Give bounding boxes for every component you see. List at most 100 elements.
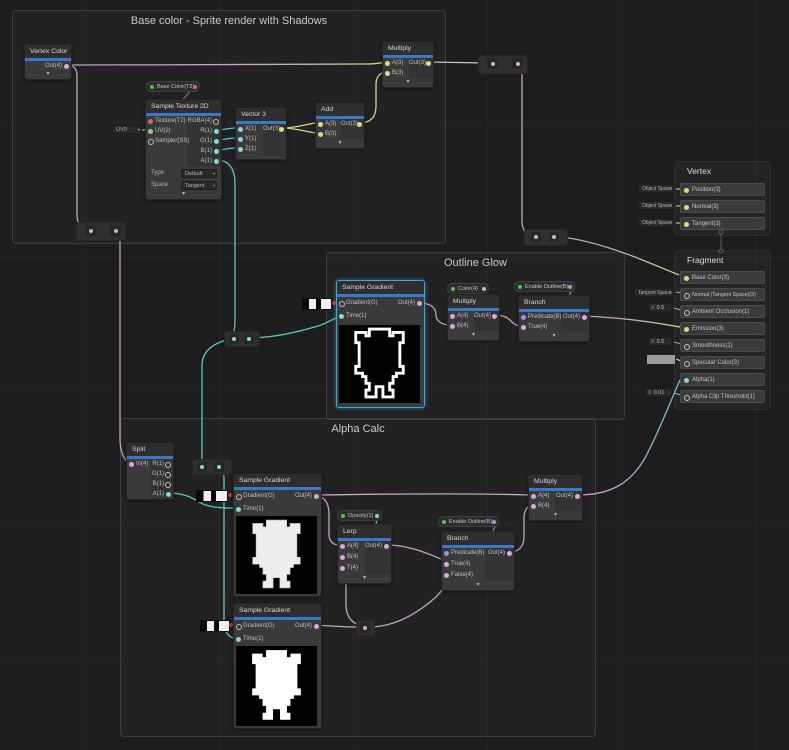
node-multiply-main[interactable]: Multiply A(3) B(3) Out(3) ▾	[382, 41, 434, 88]
port-out[interactable]	[492, 313, 497, 319]
port-in-a[interactable]	[318, 121, 323, 127]
port-in-b[interactable]	[450, 323, 455, 329]
redirect-port[interactable]	[487, 58, 498, 69]
port-out[interactable]	[314, 624, 319, 629]
port-specular-color[interactable]	[684, 360, 690, 367]
port-alpha-clip-threshold[interactable]	[684, 394, 690, 401]
port-in-y[interactable]	[238, 136, 243, 142]
group-title[interactable]: Alpha Calc	[331, 423, 385, 435]
stack-row-normal[interactable]: Normal(3)	[680, 200, 765, 213]
redirect-port[interactable]	[214, 462, 224, 472]
stack-row-smoothness[interactable]: Smoothness(1)	[680, 339, 765, 352]
group-title[interactable]: Base color - Sprite render with Shadows	[130, 15, 328, 27]
stack-row-normal-ts[interactable]: Normal (Tangent Space)(3)	[680, 288, 765, 301]
object-space-dropdown[interactable]: Object Space▾	[638, 201, 674, 210]
node-split[interactable]: Split In(4) R(1) G(1) B(1) A(1)	[126, 442, 174, 500]
group-base-color[interactable]: Base color - Sprite render with Shadows	[12, 10, 446, 244]
collapse-chevron-icon[interactable]: ▾	[406, 79, 410, 85]
port-in-z[interactable]	[238, 146, 243, 152]
port-in-false[interactable]	[444, 573, 449, 578]
property-pill-enable-outline[interactable]: Enable Outline(B)	[438, 516, 499, 527]
port-smoothness[interactable]	[684, 343, 690, 350]
redirect-port[interactable]	[110, 225, 121, 236]
specular-color-swatch[interactable]	[646, 354, 676, 365]
stack-row-emission[interactable]: Emission(3)	[680, 322, 765, 335]
collapse-chevron-icon[interactable]: ▾	[362, 575, 366, 581]
node-vector3[interactable]: Vector 3 X(1) Y(1) Z(1) Out(3)	[235, 107, 287, 160]
port-in-a[interactable]	[531, 493, 536, 499]
redirect-port[interactable]	[360, 623, 370, 633]
port-out-r[interactable]	[214, 128, 219, 134]
port-in-t[interactable]	[340, 566, 345, 571]
vertex-stack[interactable]: Vertex Position(3) Normal(3) Tangent(3)	[674, 161, 771, 236]
collapse-chevron-icon[interactable]: ▾	[476, 582, 480, 588]
node-lerp[interactable]: Lerp A(4) B(4) T(4) Out(4) ▾	[337, 524, 392, 584]
port-in-b[interactable]	[531, 503, 536, 509]
object-space-dropdown[interactable]: Object Space▾	[638, 184, 674, 193]
port-out-a[interactable]	[214, 158, 219, 164]
port-in-b[interactable]	[340, 555, 345, 560]
port-in[interactable]	[129, 461, 134, 467]
port-out[interactable]	[582, 314, 587, 320]
port-in-b[interactable]	[385, 70, 390, 76]
space-dropdown[interactable]: Tangent ▾	[181, 181, 217, 190]
stack-row-alpha[interactable]: Alpha(1)	[680, 373, 765, 386]
port-normal-tangent-space[interactable]	[684, 292, 690, 299]
port-in-time[interactable]	[236, 507, 241, 512]
port-out[interactable]	[314, 494, 319, 499]
port-out[interactable]	[426, 60, 431, 66]
node-sample-gradient-glow[interactable]: Sample Gradient Gradient(G) Time(1) Out(…	[233, 603, 322, 729]
collapse-chevron-icon[interactable]: ▾	[46, 71, 50, 77]
port-float[interactable]	[374, 514, 379, 518]
port-in-uv[interactable]	[148, 128, 153, 134]
port-in-b[interactable]	[318, 131, 323, 137]
port-in-true[interactable]	[521, 324, 526, 330]
port-normal[interactable]	[684, 204, 689, 210]
group-title[interactable]: Outline Glow	[444, 257, 507, 269]
port-out-b[interactable]	[214, 148, 219, 154]
redirect-port[interactable]	[549, 232, 559, 242]
collapse-chevron-icon[interactable]: ▾	[471, 332, 475, 338]
gradient-swatch[interactable]	[200, 620, 230, 632]
port-out-r[interactable]	[165, 461, 171, 468]
redirect-node[interactable]	[356, 620, 375, 636]
redirect-node[interactable]	[192, 459, 232, 475]
port-tangent[interactable]	[684, 221, 689, 227]
port-texture[interactable]	[192, 85, 197, 89]
port-out[interactable]	[575, 493, 580, 499]
uv-channel-dropdown[interactable]: UV0 ▾	[112, 125, 142, 134]
port-in-gradient[interactable]	[339, 301, 345, 307]
port-position[interactable]	[684, 187, 689, 193]
property-pill-enable-outline[interactable]: Enable Outline(B)	[514, 281, 575, 292]
port-in-time[interactable]	[339, 314, 344, 319]
redirect-port[interactable]	[512, 58, 523, 69]
port-out-g[interactable]	[214, 138, 219, 144]
port-alpha[interactable]	[684, 377, 689, 383]
redirect-port[interactable]	[85, 225, 96, 236]
node-add[interactable]: Add A(3) B(3) Out(3) ▾	[315, 102, 365, 149]
gradient-swatch[interactable]	[196, 490, 228, 502]
port-in-gradient[interactable]	[236, 494, 242, 500]
port-boolean[interactable]	[567, 285, 572, 289]
collapse-chevron-icon[interactable]: ▾	[552, 333, 556, 339]
port-out[interactable]	[507, 551, 512, 556]
port-in-texture[interactable]	[148, 118, 153, 124]
collapse-chevron-icon[interactable]: ▾	[553, 512, 557, 518]
port-out[interactable]	[417, 301, 422, 306]
port-in-x[interactable]	[238, 126, 243, 132]
port-base-color[interactable]	[684, 275, 689, 281]
stack-row-base-color[interactable]: Base Color(3)	[680, 271, 765, 284]
port-in-predicate[interactable]	[521, 314, 526, 320]
port-in-true[interactable]	[444, 562, 449, 567]
node-branch-alpha[interactable]: Branch Predicate(B) True(4) False(4) Out…	[441, 531, 515, 591]
collapse-chevron-icon[interactable]: ▾	[338, 140, 342, 146]
property-pill-base-color[interactable]: Base Color(T2)	[146, 81, 200, 92]
redirect-port[interactable]	[197, 462, 207, 472]
stack-row-specular-color[interactable]: Specular Color(3)	[680, 356, 765, 369]
redirect-node[interactable]	[224, 331, 260, 347]
stack-row-alpha-clip[interactable]: Alpha Clip Threshold(1)	[680, 390, 765, 403]
port-in-a[interactable]	[385, 60, 390, 66]
